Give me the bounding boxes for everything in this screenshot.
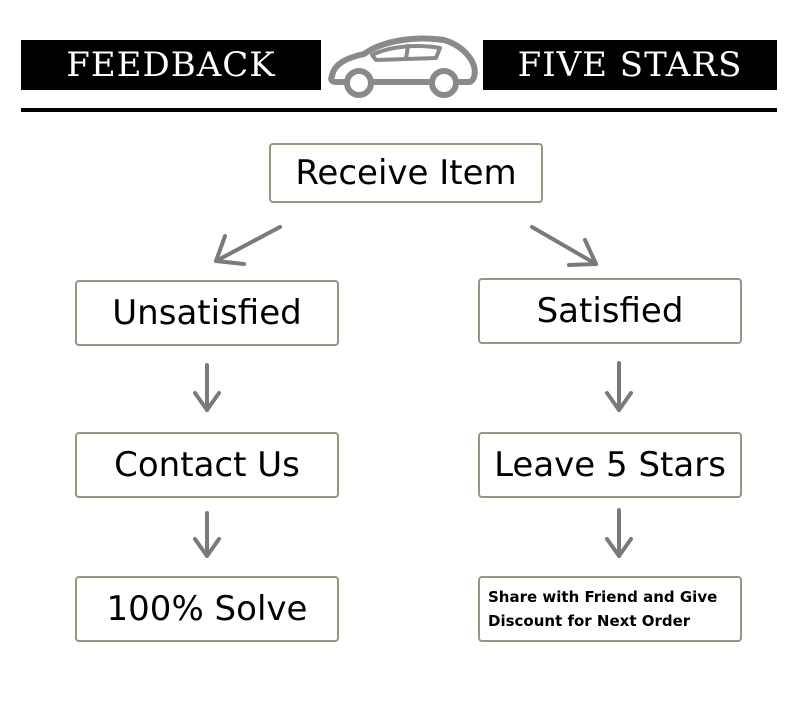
satisfied-label: Satisfied — [536, 291, 684, 331]
unsatisfied-label: Unsatisfied — [112, 293, 302, 333]
receive-item-label: Receive Item — [295, 153, 517, 193]
leave-5-stars-node: Leave 5 Stars — [478, 432, 742, 498]
feedback-banner: FEEDBACK — [21, 40, 321, 90]
leave-5-stars-label: Leave 5 Stars — [494, 445, 726, 485]
share-line-1: Share with Friend and Give — [488, 588, 718, 606]
arrow-to-100-solve — [193, 511, 221, 558]
header-divider — [21, 108, 777, 112]
arrow-to-leave-5-stars — [605, 361, 633, 412]
five-stars-label: FIVE STARS — [517, 45, 743, 85]
satisfied-node: Satisfied — [478, 278, 742, 344]
receive-item-node: Receive Item — [269, 143, 543, 203]
car-logo-icon — [328, 35, 478, 98]
feedback-label: FEEDBACK — [66, 45, 276, 85]
share-line-2: Discount for Next Order — [488, 612, 691, 630]
unsatisfied-node: Unsatisfied — [75, 280, 339, 346]
100-solve-node: 100% Solve — [75, 576, 339, 642]
arrow-to-unsatisfied — [214, 225, 282, 266]
contact-us-label: Contact Us — [114, 445, 300, 485]
arrow-to-satisfied — [530, 225, 598, 267]
five-stars-banner: FIVE STARS — [483, 40, 777, 90]
arrow-to-share — [605, 508, 633, 558]
contact-us-node: Contact Us — [75, 432, 339, 498]
100-solve-label: 100% Solve — [106, 589, 308, 629]
arrow-to-contact-us — [193, 363, 221, 412]
share-discount-node: Share with Friend and Give Discount for … — [478, 576, 742, 642]
